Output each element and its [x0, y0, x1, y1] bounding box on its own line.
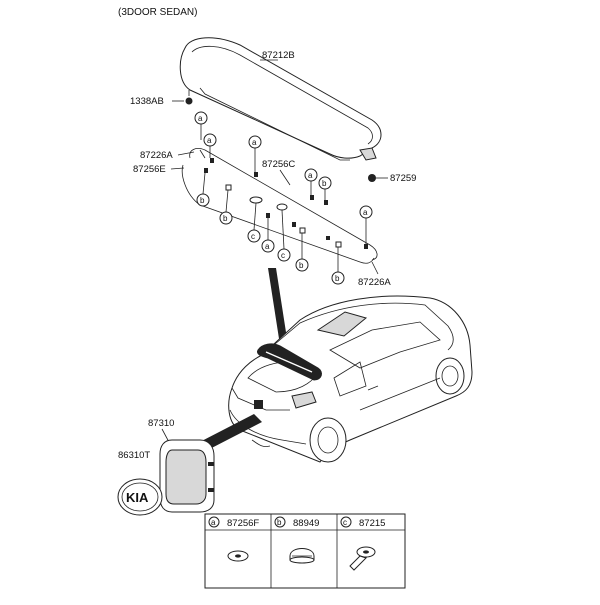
svg-text:b: b [277, 518, 282, 527]
emblem-logo-kia: KIA [126, 490, 149, 505]
vehicle-illustration [228, 295, 473, 463]
svg-text:a: a [252, 138, 257, 147]
label-87212B: 87212B [262, 50, 295, 61]
svg-text:a: a [198, 114, 203, 123]
legend-part-b: 88949 [293, 518, 319, 529]
cap-icon [289, 548, 315, 564]
bolt-1338AB[interactable] [185, 90, 193, 105]
svg-text:b: b [299, 261, 304, 270]
rear-spoiler[interactable] [179, 37, 382, 161]
svg-text:a: a [207, 136, 212, 145]
svg-text:a: a [211, 518, 216, 527]
label-87226A-left: 87226A [140, 150, 173, 161]
emblem-86310T[interactable]: KIA [117, 478, 163, 516]
label-87256C: 87256C [262, 159, 295, 170]
label-87226A-right: 87226A [358, 277, 391, 288]
washer-icon [227, 550, 249, 562]
svg-text:b: b [322, 179, 327, 188]
emblem-housing-87310[interactable] [159, 439, 215, 513]
label-1338AB: 1338AB [130, 96, 164, 107]
svg-text:a: a [308, 171, 313, 180]
svg-text:c: c [343, 518, 347, 527]
legend-part-c: 87215 [359, 518, 385, 529]
label-86310T: 86310T [118, 450, 150, 461]
clip-87259[interactable] [368, 174, 376, 182]
clip-icon [349, 546, 376, 571]
svg-text:b: b [200, 196, 205, 205]
svg-text:b: b [335, 274, 340, 283]
svg-text:b: b [223, 214, 228, 223]
svg-text:a: a [265, 242, 270, 251]
spoiler-seal[interactable] [181, 148, 378, 264]
legend-part-a: 87256F [227, 518, 259, 529]
label-87259: 87259 [390, 173, 416, 184]
diagram-title: (3DOOR SEDAN) [118, 7, 197, 18]
svg-text:a: a [363, 208, 368, 217]
svg-text:c: c [281, 251, 285, 260]
label-87256E: 87256E [133, 164, 166, 175]
label-87310: 87310 [148, 418, 174, 429]
svg-text:c: c [251, 232, 255, 241]
callout-group: a a a a b a b b c a c b b [194, 111, 373, 285]
legend-table: a 87256F b 88949 c 87215 [204, 513, 406, 589]
